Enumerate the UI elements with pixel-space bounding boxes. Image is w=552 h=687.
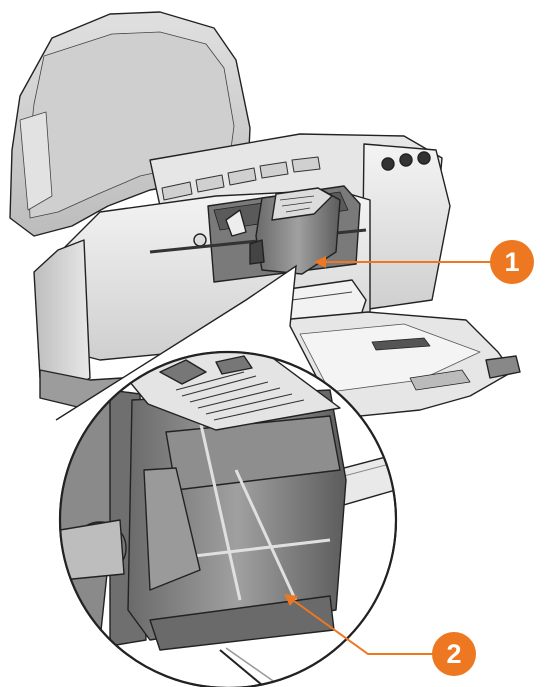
leader-line-2 bbox=[289, 597, 436, 655]
arrowhead-1 bbox=[314, 256, 326, 268]
resume-button-icon bbox=[399, 153, 413, 167]
leader-lines bbox=[289, 261, 494, 655]
magnified-inset bbox=[58, 350, 398, 687]
print-cartridge-small bbox=[249, 187, 341, 275]
callout-1-badge: 1 bbox=[490, 240, 534, 284]
hp-logo-icon bbox=[193, 233, 207, 247]
carriage-vents bbox=[161, 156, 321, 201]
cancel-button-icon bbox=[417, 151, 431, 165]
power-button-icon bbox=[381, 157, 395, 171]
arrowhead-2 bbox=[284, 594, 298, 606]
print-cartridge-large bbox=[119, 352, 347, 651]
callout-2-badge: 2 bbox=[432, 632, 476, 676]
